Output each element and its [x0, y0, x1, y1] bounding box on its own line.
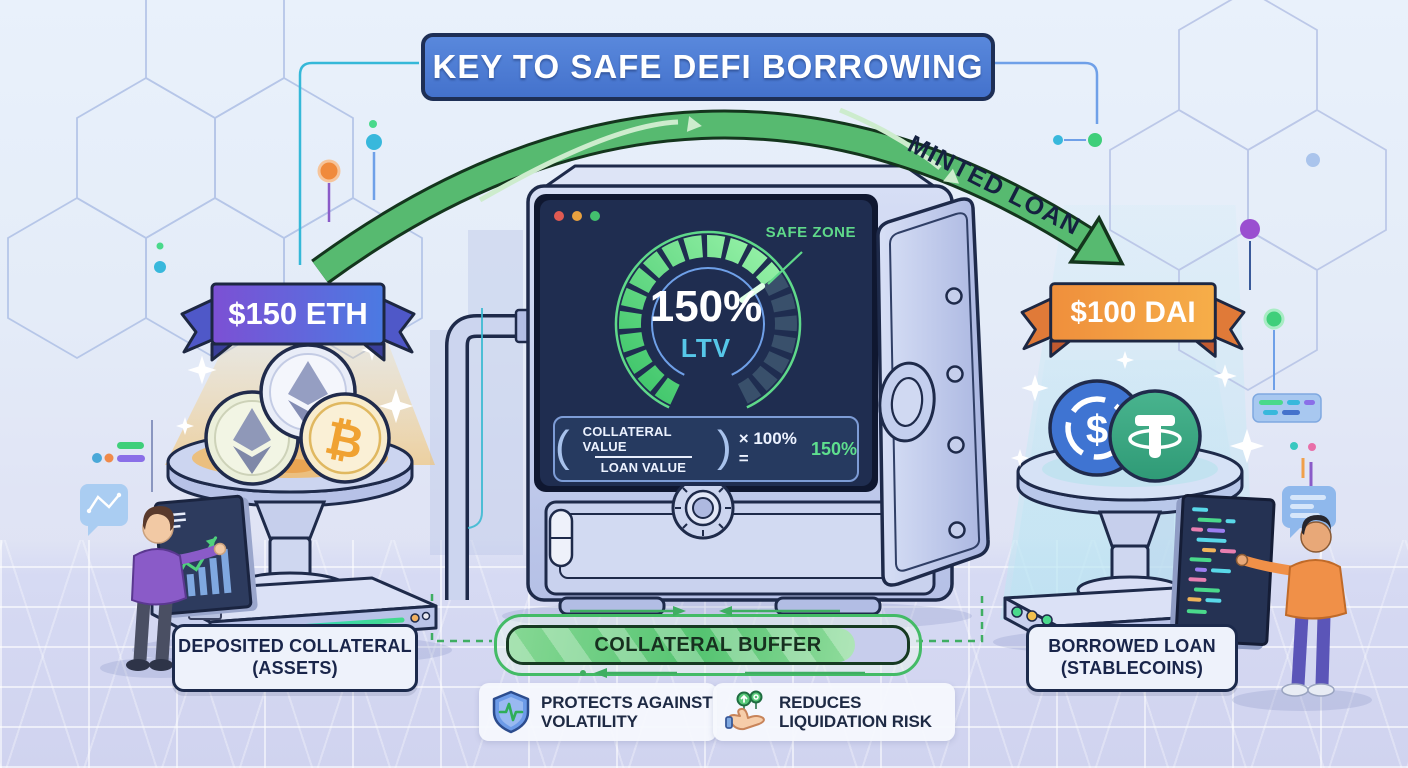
gauge-needle [739, 283, 766, 303]
door-rivet [945, 287, 963, 305]
buffer-track [506, 625, 910, 665]
collateral-label-line1: DEPOSITED COLLATERAL [178, 636, 412, 657]
buffer-arrows-top [570, 606, 840, 616]
benefit-volatility-line1: PROTECTS AGAINST [541, 692, 713, 712]
code-screen [1174, 493, 1276, 647]
bubble-line [1290, 504, 1314, 509]
shield-pulse-icon [492, 690, 530, 734]
door-rivet [948, 521, 966, 539]
door-rivet [947, 436, 965, 454]
benefit-volatility: PROTECTS AGAINST VOLATILITY [479, 683, 717, 741]
pipe [445, 308, 532, 600]
tether-coin-icon: T [1108, 389, 1202, 483]
inner-light-arrows [478, 107, 960, 203]
teal-dot [1290, 442, 1298, 450]
collateral-label-line2: (ASSETS) [252, 658, 338, 678]
indicator-dot [1026, 610, 1038, 622]
formula-result: 150% [810, 438, 857, 459]
benefit-volatility-line2: VOLATILITY [541, 712, 638, 731]
teal-accent-line [467, 308, 483, 529]
green-dot [369, 120, 377, 128]
cyan-dot [366, 134, 382, 150]
open-paren: ( [555, 422, 570, 472]
arrowhead [1067, 214, 1125, 266]
cyan-dot [154, 261, 166, 273]
trend-arrowhead [205, 537, 216, 549]
vault-door [876, 197, 990, 587]
formula-fraction: COLLATERAL VALUE LOAN VALUE [577, 424, 710, 475]
green-dot [156, 242, 164, 250]
window-dots [554, 211, 600, 221]
purple-dot [1240, 219, 1260, 239]
hand-coins-icon [725, 690, 765, 731]
vault-dial [671, 476, 735, 540]
collateral-label-box: DEPOSITED COLLATERAL (ASSETS) [172, 624, 418, 692]
formula-numerator: COLLATERAL VALUE [582, 423, 672, 454]
gauge-safe-arc [619, 235, 781, 405]
safe-zone-label: SAFE ZONE [765, 224, 856, 241]
pill-decor-left [92, 420, 153, 492]
ltv-value: 150% [649, 282, 763, 331]
vault-lower-panel [544, 500, 936, 596]
door-rivet [946, 365, 964, 383]
benefit-liquidation: REDUCES LIQUIDATION RISK [713, 683, 955, 741]
page-title: KEY TO SAFE DEFI BORROWING [421, 33, 995, 101]
collateral-ribbon-text: $150 ETH [228, 296, 368, 331]
green-dot [590, 211, 600, 221]
btc-coin-icon: ₿ [299, 392, 391, 484]
gauge-outline [614, 230, 802, 409]
close-paren: ) [717, 422, 732, 472]
usdc-symbol: $ [1086, 408, 1108, 452]
blue-dot [1306, 153, 1320, 167]
bubble-line [1290, 513, 1320, 518]
person-left [126, 506, 227, 671]
loan-ribbon-text: $100 DAI [1070, 296, 1195, 329]
title-connector-left [298, 61, 419, 265]
buffer-fill [509, 628, 856, 662]
buffer-arrows-bottom [580, 668, 865, 678]
loan-ribbon: $100 DAI [1020, 282, 1246, 358]
gauge-risk-arc [736, 273, 797, 405]
loan-label-line2: (STABLECOINS) [1060, 658, 1204, 678]
bubble-line [1290, 495, 1326, 500]
minted-loan-arrow [311, 107, 1125, 285]
loan-label-line1: BORROWED LOAN [1048, 636, 1216, 657]
person-right [1235, 515, 1348, 697]
widget-card [1252, 393, 1322, 423]
orange-dot [572, 211, 582, 221]
indicator-dot [1011, 606, 1023, 618]
green-dot [1263, 308, 1285, 330]
orange-dot [317, 159, 341, 183]
indicator-dot [421, 611, 431, 621]
title-connector-right [989, 61, 1099, 124]
formula-denominator: LOAN VALUE [594, 455, 693, 475]
cyan-dot [1053, 135, 1063, 145]
buffer-label: COLLATERAL BUFFER [594, 633, 822, 656]
ltv-gauge [614, 230, 803, 409]
collateral-ribbon: $150 ETH [180, 282, 416, 362]
code-lines [1186, 507, 1236, 614]
formula-operation: × 100% = [738, 429, 797, 468]
loan-label-box: BORROWED LOAN (STABLECOINS) [1026, 624, 1238, 692]
speech-bubble-chart-icon [80, 484, 128, 536]
pink-dot [1308, 443, 1316, 451]
collateral-buffer-bar: COLLATERAL BUFFER [494, 614, 922, 676]
ltv-unit: LTV [680, 333, 732, 363]
benefit-liquidation-line1: REDUCES [779, 692, 862, 712]
green-dot [1088, 133, 1102, 147]
safe-zone-pointer [767, 251, 803, 285]
indicator-dot [410, 613, 420, 623]
vault-screen-display: SAFE ZONE 150% LTV ( COLLATERAL VALUE LO… [540, 200, 872, 486]
red-dot [554, 211, 564, 221]
ltv-formula: ( COLLATERAL VALUE LOAN VALUE ) × 100% =… [553, 416, 859, 482]
benefit-liquidation-line2: LIQUIDATION RISK [779, 712, 932, 731]
gauge-inner-ring [651, 267, 765, 376]
